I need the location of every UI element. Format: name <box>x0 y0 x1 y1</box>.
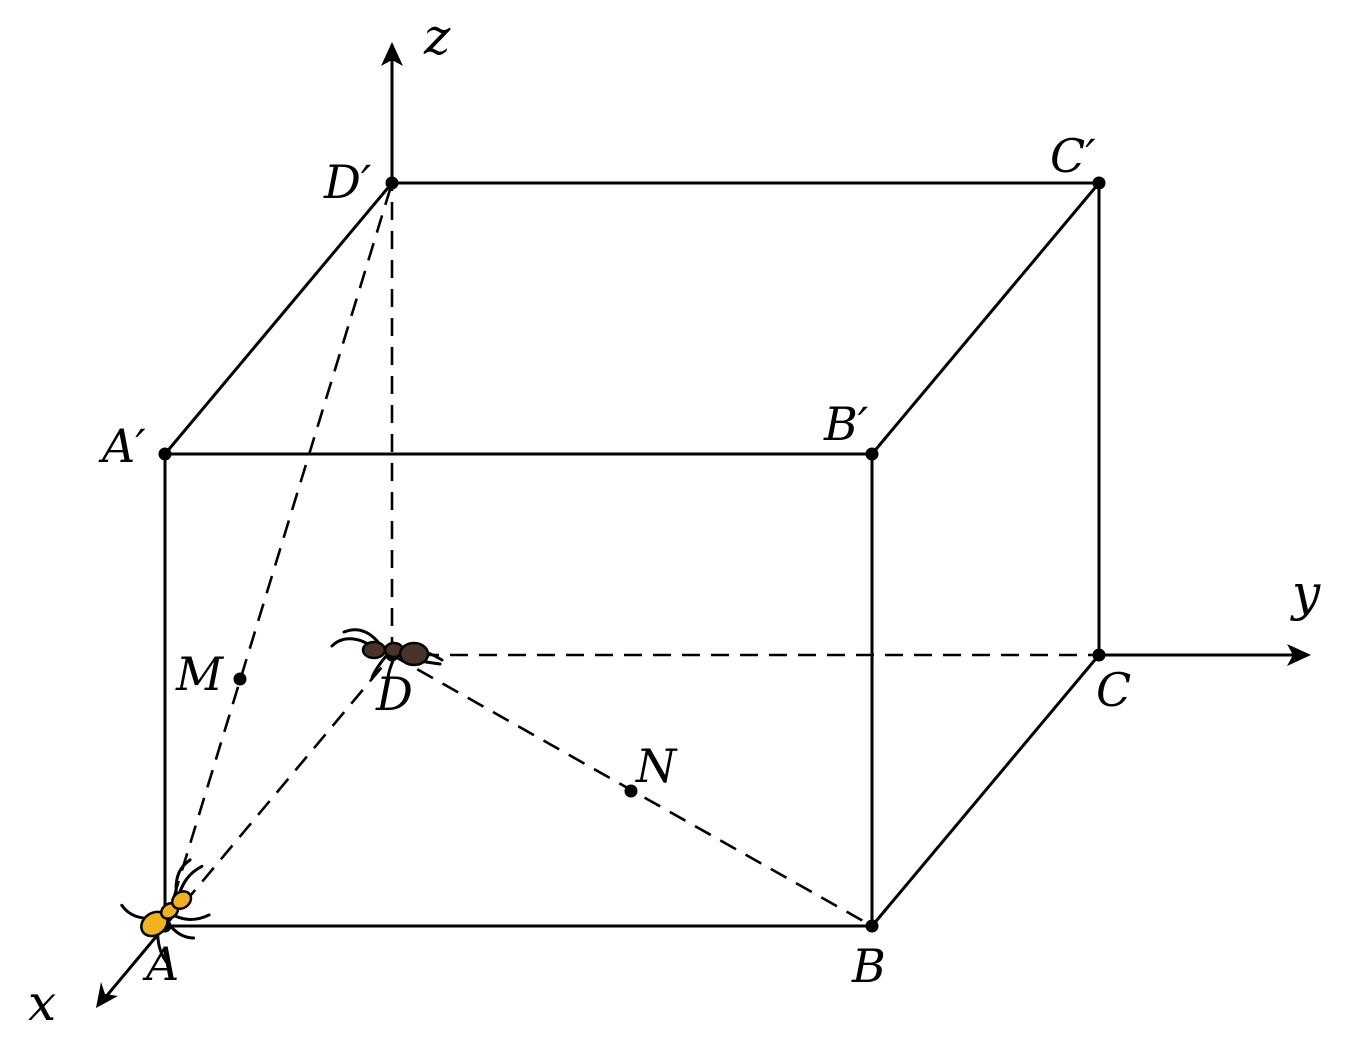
axis-label-z: z <box>423 8 451 66</box>
edge-Bprime-Cprime <box>870 182 1101 455</box>
label-C: C <box>1096 663 1131 717</box>
axis-label-x: x <box>28 974 56 1032</box>
ant-icon <box>120 858 211 964</box>
label-D-prime: D′ <box>323 155 372 209</box>
label-A-prime: A′ <box>98 419 146 473</box>
solid-edges <box>163 181 1101 928</box>
label-B: B <box>851 939 886 993</box>
label-N: N <box>635 739 678 793</box>
edge-B-C <box>870 654 1101 927</box>
labels: z y x A B C D A′ B′ C′ D′ M N <box>28 8 1321 1032</box>
label-A: A <box>142 937 179 991</box>
label-D: D <box>375 667 413 721</box>
ant-icon <box>330 628 444 682</box>
point-C <box>1092 648 1106 662</box>
edge-Aprime-Dprime <box>163 182 394 455</box>
edge-A-D <box>164 654 393 927</box>
point-A-prime <box>158 447 172 461</box>
label-C-prime: C′ <box>1050 129 1096 183</box>
axis-label-y: y <box>1290 564 1321 622</box>
segment-A-Dprime <box>163 182 394 927</box>
point-B-prime <box>865 447 879 461</box>
x-axis-arrowhead <box>96 982 118 1008</box>
point-N <box>624 784 638 798</box>
y-axis-arrowhead <box>1287 644 1311 666</box>
label-M: M <box>175 647 225 701</box>
hidden-edges <box>163 182 1099 928</box>
label-B-prime: B′ <box>823 397 869 451</box>
z-axis-arrowhead <box>381 42 403 66</box>
point-M <box>233 672 247 686</box>
x-axis <box>102 925 167 1000</box>
point-D-prime <box>385 176 399 190</box>
point-B <box>865 919 879 933</box>
point-C-prime <box>1092 176 1106 190</box>
axes <box>96 42 1311 1008</box>
